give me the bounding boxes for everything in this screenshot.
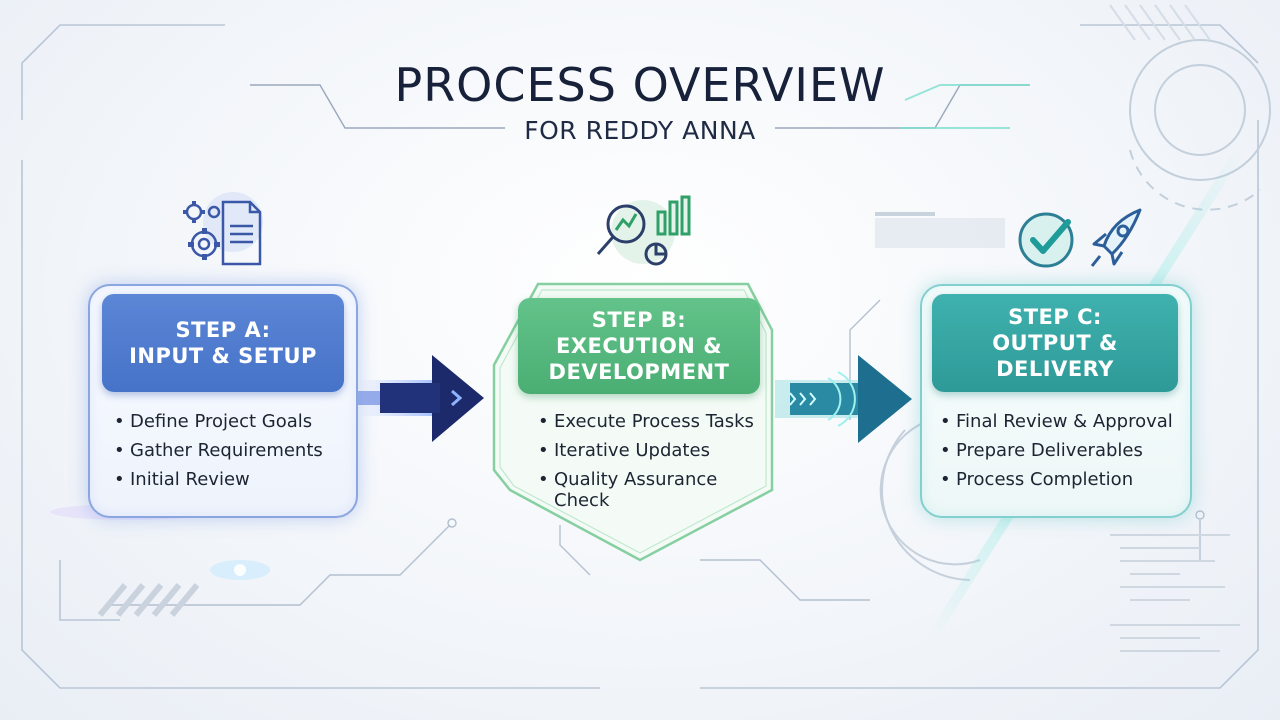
list-item: Prepare Deliverables (940, 440, 1186, 461)
step-c-label: STEP C: OUTPUT & DELIVERY (932, 294, 1178, 392)
list-item: Initial Review (114, 469, 354, 490)
step-c-list: Final Review & Approval Prepare Delivera… (940, 411, 1186, 498)
gears-document-icon (183, 192, 263, 266)
list-item: Define Project Goals (114, 411, 354, 432)
list-item: Quality Assurance Check (538, 469, 764, 511)
magnifier-chart-icon (596, 195, 691, 266)
step-a-label: STEP A: INPUT & SETUP (102, 294, 344, 392)
step-a-list: Define Project Goals Gather Requirements… (114, 411, 354, 498)
list-item: Gather Requirements (114, 440, 354, 461)
page-title: PROCESS OVERVIEW (394, 58, 886, 112)
checkmark-rocket-icon (1018, 208, 1142, 268)
list-item: Iterative Updates (538, 440, 764, 461)
arrow-b-to-c (775, 355, 912, 443)
step-b-list: Execute Process Tasks Iterative Updates … (538, 411, 764, 519)
page-subtitle: FOR REDDY ANNA (524, 116, 756, 145)
list-item: Final Review & Approval (940, 411, 1186, 432)
list-item: Process Completion (940, 469, 1186, 490)
arrow-a-to-b (358, 355, 484, 442)
list-item: Execute Process Tasks (538, 411, 764, 432)
step-b-label: STEP B: EXECUTION & DEVELOPMENT (518, 298, 760, 394)
